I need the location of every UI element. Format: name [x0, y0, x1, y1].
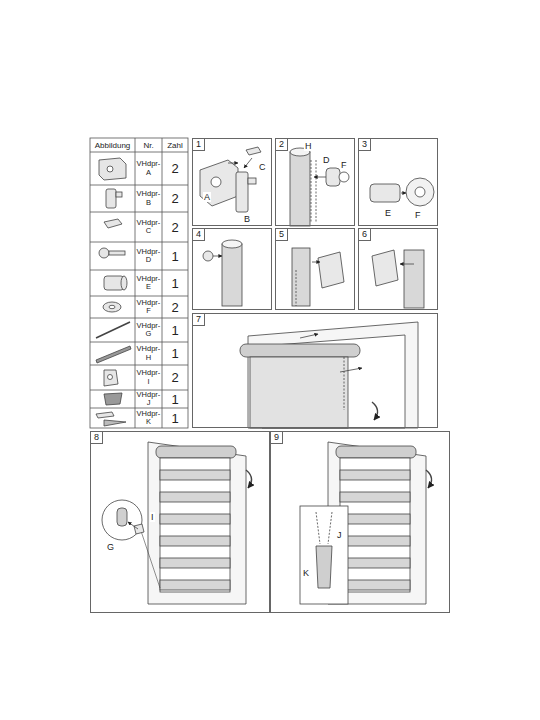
part-callout: F [340, 160, 348, 170]
part-quantity: 1 [162, 242, 188, 270]
part-callout: C [258, 162, 267, 172]
part-quantity: 2 [162, 296, 188, 318]
part-number: VHdpr- G [135, 318, 162, 342]
part-callout: G [106, 542, 115, 552]
step-panel: 6 [358, 228, 438, 310]
part-number: VHdpr- F [135, 296, 162, 318]
part-quantity: 1 [162, 342, 188, 365]
part-number: VHdpr- A [135, 152, 162, 185]
part-callout: I [150, 512, 155, 522]
step-panel: 9 [270, 431, 450, 613]
step-panel: 8 [90, 431, 270, 613]
part-number: VHdpr- J [135, 390, 162, 408]
step-number: 4 [193, 229, 205, 241]
part-number: VHdpr- K [135, 408, 162, 428]
step-number: 1 [193, 139, 205, 151]
step-number: 8 [91, 432, 103, 444]
part-quantity: 1 [162, 318, 188, 342]
part-number: VHdpr- B [135, 185, 162, 212]
step-panel: 1 [192, 138, 272, 226]
table-header: Nr. [135, 138, 162, 152]
step-number: 7 [193, 314, 205, 326]
step-panel: 4 [192, 228, 272, 310]
parts-table-grid [90, 138, 188, 428]
part-quantity: 2 [162, 365, 188, 390]
step-panel: 3 [358, 138, 438, 226]
part-quantity: 2 [162, 185, 188, 212]
part-callout: E [384, 208, 392, 218]
step-panel: 7 [192, 313, 438, 428]
part-quantity: 2 [162, 212, 188, 242]
part-icons [96, 158, 131, 426]
part-quantity: 1 [162, 408, 188, 428]
step-number: 6 [359, 229, 371, 241]
step-panel: 2 [275, 138, 355, 226]
part-number: VHdpr- C [135, 212, 162, 242]
step-number: 9 [271, 432, 283, 444]
part-number: VHdpr- I [135, 365, 162, 390]
part-callout: A [203, 192, 211, 202]
part-quantity: 1 [162, 390, 188, 408]
step-number: 5 [276, 229, 288, 241]
part-callout: F [414, 210, 422, 220]
step-illustrations [102, 147, 434, 604]
part-callout: K [302, 568, 310, 578]
part-quantity: 1 [162, 270, 188, 296]
table-header: Zahl [162, 138, 188, 152]
part-number: VHdpr- D [135, 242, 162, 270]
part-number: VHdpr- E [135, 270, 162, 296]
part-callout: D [322, 155, 331, 165]
step-number: 2 [276, 139, 288, 151]
part-quantity: 2 [162, 152, 188, 185]
step-number: 3 [359, 139, 371, 151]
part-callout: H [304, 141, 313, 151]
table-header: Abbildung [90, 138, 135, 152]
part-callout: B [243, 214, 251, 224]
part-callout: J [336, 530, 343, 540]
step-panel: 5 [275, 228, 355, 310]
part-number: VHdpr- H [135, 342, 162, 365]
